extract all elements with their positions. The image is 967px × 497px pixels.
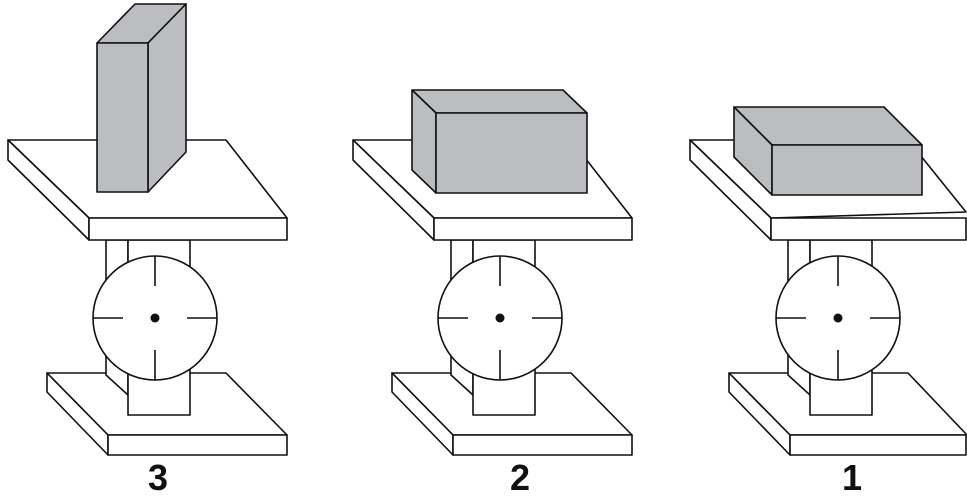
scale-3-label: 3 xyxy=(148,457,168,497)
scale-1-flat-box xyxy=(733,106,923,196)
scale-3-tall-box xyxy=(96,3,187,193)
scale-3-dial xyxy=(92,255,218,381)
scale-1-dial xyxy=(775,255,901,381)
scale-2-label: 2 xyxy=(510,457,530,497)
scale-2 xyxy=(352,89,633,456)
scale-1 xyxy=(689,106,967,456)
scale-2-wide-box xyxy=(411,89,588,194)
scale-1-label: 1 xyxy=(842,457,862,497)
scale-3 xyxy=(7,3,288,456)
scale-2-dial xyxy=(437,255,563,381)
